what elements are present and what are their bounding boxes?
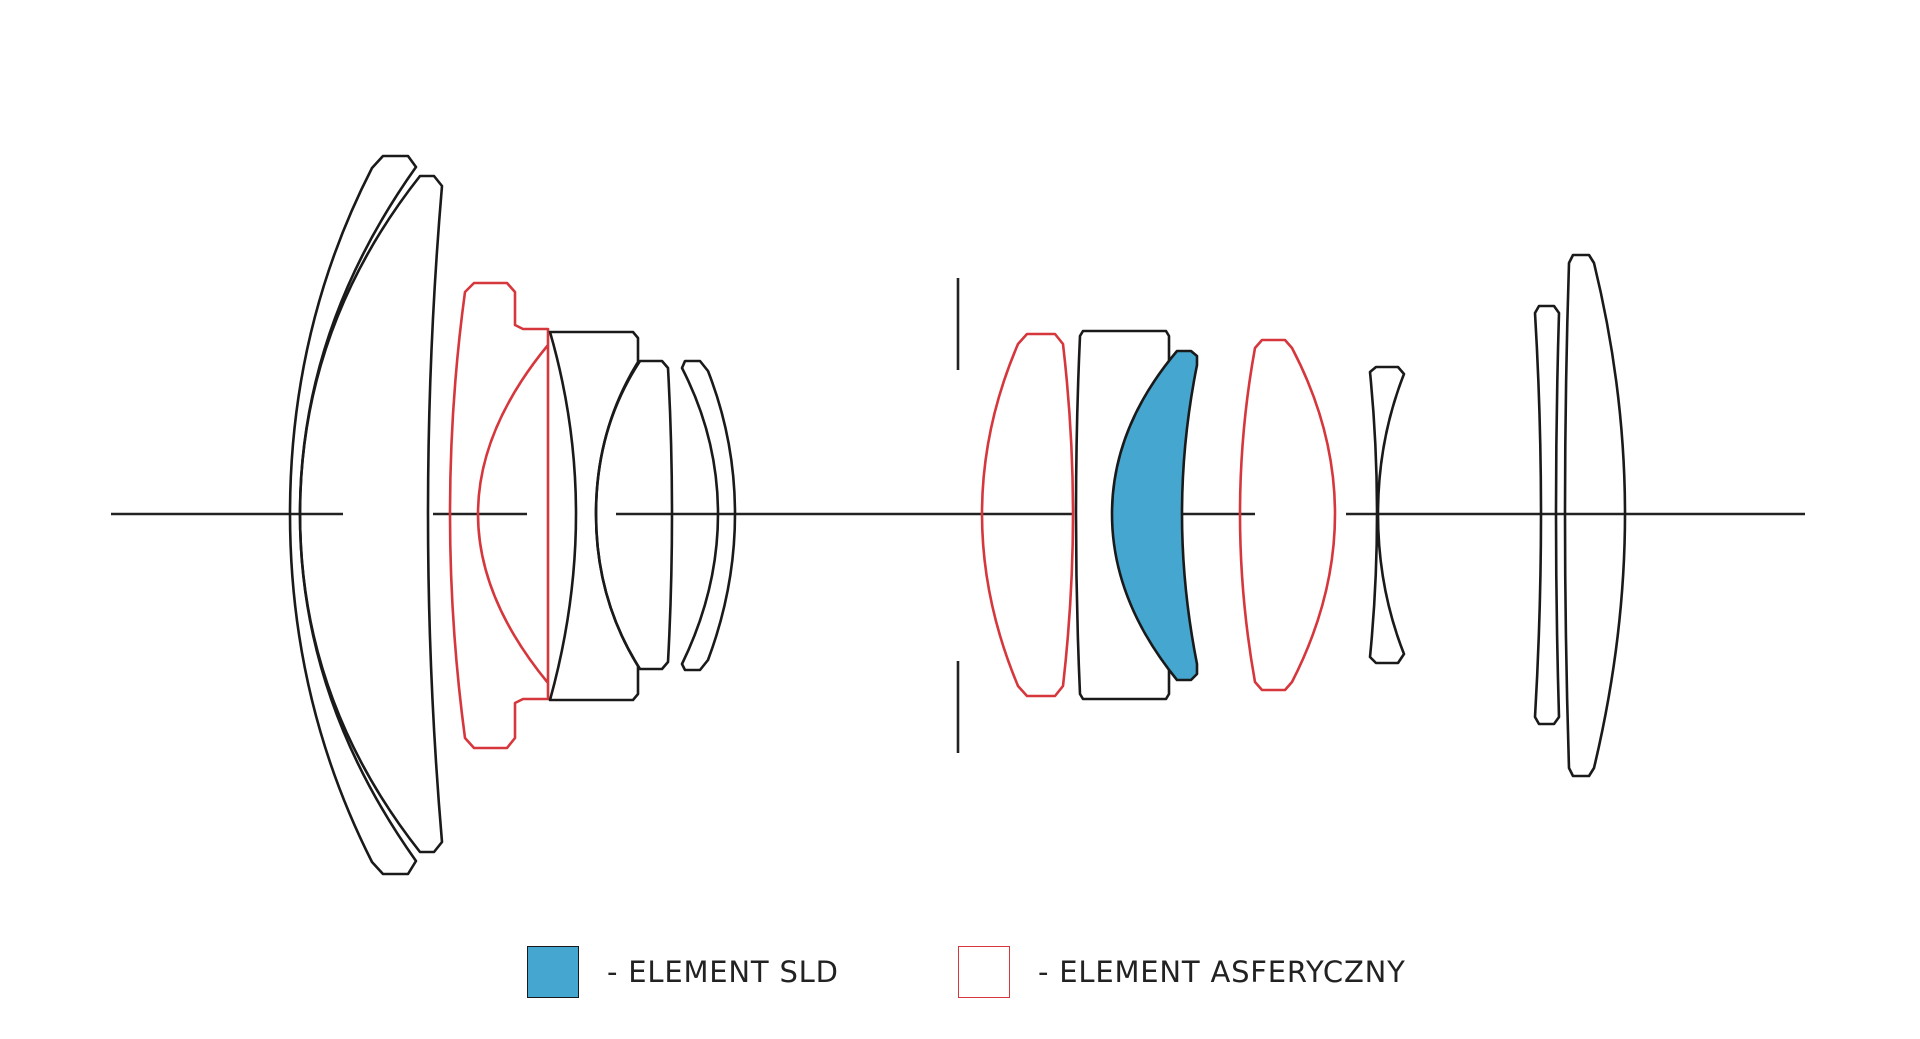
- legend-swatch-aspherical: [958, 946, 1010, 998]
- legend-aspherical: - ELEMENT ASFERYCZNY: [958, 944, 1406, 1000]
- legend-swatch-sld: [527, 946, 579, 998]
- lens-element-6: [680, 359, 737, 672]
- lens-element-8: [1074, 329, 1171, 701]
- lens-element-3-aspherical: [448, 281, 550, 750]
- legend-label-aspherical: - ELEMENT ASFERYCZNY: [1038, 955, 1406, 989]
- lens-element-9-sld: [1110, 349, 1199, 682]
- legend-sld: - ELEMENT SLD: [527, 944, 839, 1000]
- lens-element-5: [594, 359, 674, 671]
- lens-element-12: [1533, 304, 1561, 726]
- lens-element-7-aspherical: [980, 332, 1075, 698]
- legend-label-sld: - ELEMENT SLD: [607, 955, 839, 989]
- lens-element-11: [1368, 365, 1406, 665]
- lens-element-10-aspherical: [1238, 338, 1337, 692]
- lens-element-13: [1563, 253, 1627, 778]
- lens-element-2: [298, 174, 444, 854]
